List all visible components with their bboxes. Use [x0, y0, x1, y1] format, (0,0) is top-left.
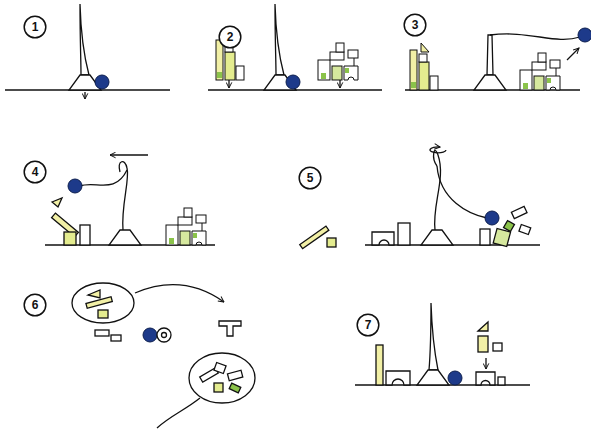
ball — [578, 28, 591, 42]
stem — [434, 151, 441, 230]
right-stack — [166, 208, 206, 245]
transfer-arrow — [135, 285, 224, 302]
down-arrow — [485, 358, 486, 369]
target-center — [162, 333, 167, 338]
block — [376, 345, 383, 385]
ball — [286, 75, 300, 89]
block — [498, 377, 505, 385]
cable — [80, 170, 127, 186]
callout-number: 5 — [298, 166, 322, 190]
block — [80, 225, 90, 245]
piece — [214, 383, 223, 392]
stem — [80, 4, 89, 75]
piece — [214, 363, 226, 374]
panel-5 — [300, 147, 540, 249]
callout-number: 1 — [23, 15, 47, 39]
callout-number: 3 — [403, 13, 427, 37]
cable — [437, 166, 487, 218]
motion-arrow — [110, 154, 148, 155]
piece — [95, 330, 109, 336]
flying-block — [511, 206, 527, 218]
stem — [275, 4, 284, 75]
target-ring — [157, 328, 171, 342]
panel-1 — [5, 4, 170, 99]
ball — [143, 328, 157, 342]
ball — [95, 75, 109, 89]
down-arrow — [228, 80, 229, 88]
group-ellipse — [189, 353, 255, 403]
flying-block — [519, 224, 531, 234]
falling-piece — [478, 336, 488, 352]
stem — [487, 35, 493, 75]
down-arrow — [84, 92, 85, 99]
panel-2 — [208, 4, 382, 90]
base — [421, 230, 453, 245]
arch-block — [372, 232, 394, 245]
group-ellipse — [72, 283, 134, 323]
rotation-arrow — [430, 147, 446, 153]
callout-number: 7 — [356, 313, 380, 337]
cable — [490, 34, 580, 39]
callout-badge: 2 — [218, 25, 242, 49]
base — [417, 370, 449, 385]
down-arrow — [339, 80, 340, 88]
block — [493, 228, 510, 246]
stem — [429, 303, 438, 370]
piece — [98, 310, 108, 318]
arch-block — [386, 371, 410, 385]
leader-line — [157, 398, 200, 428]
callout-number: 2 — [218, 25, 242, 49]
right-stack — [318, 43, 358, 80]
t-piece — [219, 321, 241, 336]
block — [64, 232, 76, 245]
base — [109, 230, 141, 245]
falling-piece — [493, 343, 502, 351]
flying-piece — [52, 198, 62, 207]
callout-badge: 1 — [23, 15, 47, 39]
ball — [68, 179, 82, 193]
panel-3 — [405, 28, 591, 90]
piece — [88, 290, 100, 298]
falling-piece — [478, 322, 488, 331]
piece — [229, 383, 241, 393]
base — [474, 75, 506, 90]
callout-badge: 3 — [403, 13, 427, 37]
callout-badge: 5 — [298, 166, 322, 190]
callout-number: 6 — [23, 293, 47, 317]
piece — [86, 297, 112, 309]
right-stack — [520, 53, 560, 90]
panel-7 — [355, 303, 530, 385]
fallen-block — [327, 238, 336, 247]
left-stack — [410, 43, 438, 90]
callout-badge: 7 — [356, 313, 380, 337]
panel-4 — [45, 155, 215, 245]
block — [480, 229, 490, 245]
callout-badge: 6 — [23, 293, 47, 317]
ball — [448, 371, 462, 385]
arch-block — [476, 372, 495, 385]
callout-number: 4 — [23, 160, 47, 184]
fallen-block — [300, 226, 329, 248]
panel-6 — [72, 283, 255, 428]
motion-arrow — [567, 48, 579, 60]
flying-block — [504, 221, 515, 232]
ball — [485, 211, 499, 225]
piece — [111, 335, 121, 341]
piece — [227, 370, 242, 380]
callout-badge: 4 — [23, 160, 47, 184]
block — [398, 223, 410, 245]
